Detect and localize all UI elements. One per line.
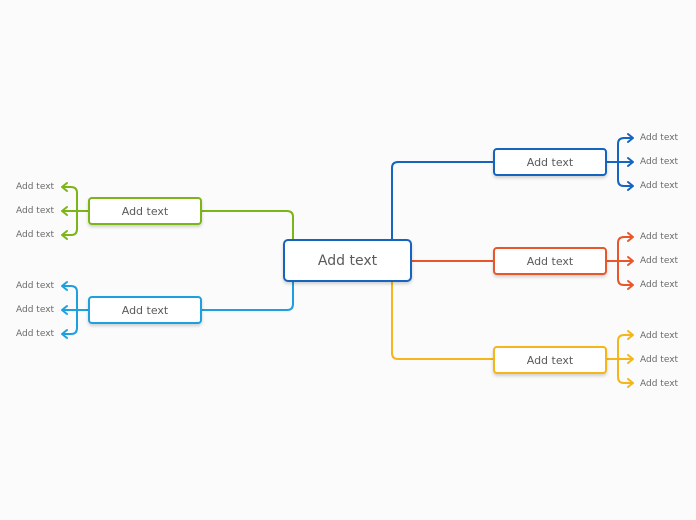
- connector-center-top-right: [391, 161, 494, 240]
- arrow-bottom-left-1: [61, 281, 68, 291]
- leaf-bottom-right-2[interactable]: Add text: [640, 355, 679, 365]
- leaf-middle-right-2[interactable]: Add text: [640, 256, 679, 266]
- connector-center-top-left: [201, 210, 294, 240]
- leaf-top-right-1[interactable]: Add text: [640, 133, 679, 143]
- leaf-top-left-1[interactable]: Add text: [16, 182, 55, 192]
- leaf-top-left-3[interactable]: Add text: [16, 230, 55, 240]
- arrow-top-right-3: [627, 181, 634, 191]
- connector-center-bottom-left: [201, 281, 294, 311]
- branch-top-right[interactable]: Add text: [493, 148, 607, 176]
- leaf-middle-right-3[interactable]: Add text: [640, 280, 679, 290]
- branch-bottom-right[interactable]: Add text: [493, 346, 607, 374]
- arrow-top-left-3: [61, 230, 68, 240]
- arrow-bottom-right-3: [627, 378, 634, 388]
- leaf-top-right-3[interactable]: Add text: [640, 181, 679, 191]
- arrow-top-right-2: [627, 157, 634, 167]
- leaf-bottom-left-3[interactable]: Add text: [16, 329, 55, 339]
- arrow-middle-right-1: [627, 232, 634, 242]
- central-topic[interactable]: Add text: [283, 239, 412, 282]
- arrow-top-left-2: [61, 206, 68, 216]
- arrow-middle-right-2: [627, 256, 634, 266]
- leaf-middle-right-1[interactable]: Add text: [640, 232, 679, 242]
- leaf-bottom-right-1[interactable]: Add text: [640, 331, 679, 341]
- arrow-bottom-right-2: [627, 354, 634, 364]
- branch-bottom-left[interactable]: Add text: [88, 296, 202, 324]
- arrow-bottom-left-3: [61, 329, 68, 339]
- leaf-top-left-2[interactable]: Add text: [16, 206, 55, 216]
- branch-middle-right[interactable]: Add text: [493, 247, 607, 275]
- connector-center-bottom-right: [391, 281, 494, 360]
- arrow-middle-right-3: [627, 280, 634, 290]
- arrow-bottom-right-1: [627, 330, 634, 340]
- arrow-bottom-left-2: [61, 305, 68, 315]
- leaf-top-right-2[interactable]: Add text: [640, 157, 679, 167]
- arrow-top-right-1: [627, 133, 634, 143]
- leaf-bottom-right-3[interactable]: Add text: [640, 379, 679, 389]
- branch-top-left[interactable]: Add text: [88, 197, 202, 225]
- arrow-top-left-1: [61, 182, 68, 192]
- leaf-bottom-left-1[interactable]: Add text: [16, 281, 55, 291]
- leaf-bottom-left-2[interactable]: Add text: [16, 305, 55, 315]
